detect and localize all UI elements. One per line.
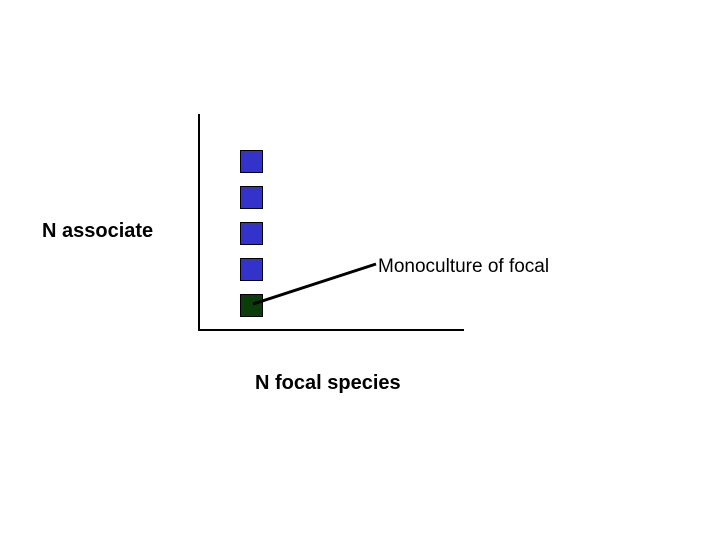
x-axis-label: N focal species: [255, 372, 401, 394]
y-axis-label: N associate: [42, 220, 154, 242]
monoculture-callout-label: Monoculture of focal: [378, 256, 550, 277]
focal-monoculture-square: [240, 294, 263, 317]
y-axis-line: [198, 114, 200, 331]
x-axis-line: [198, 329, 464, 331]
associate-square-2: [240, 186, 263, 209]
associate-square-1: [240, 150, 263, 173]
associate-square-3: [240, 222, 263, 245]
associate-square-4: [240, 258, 263, 281]
